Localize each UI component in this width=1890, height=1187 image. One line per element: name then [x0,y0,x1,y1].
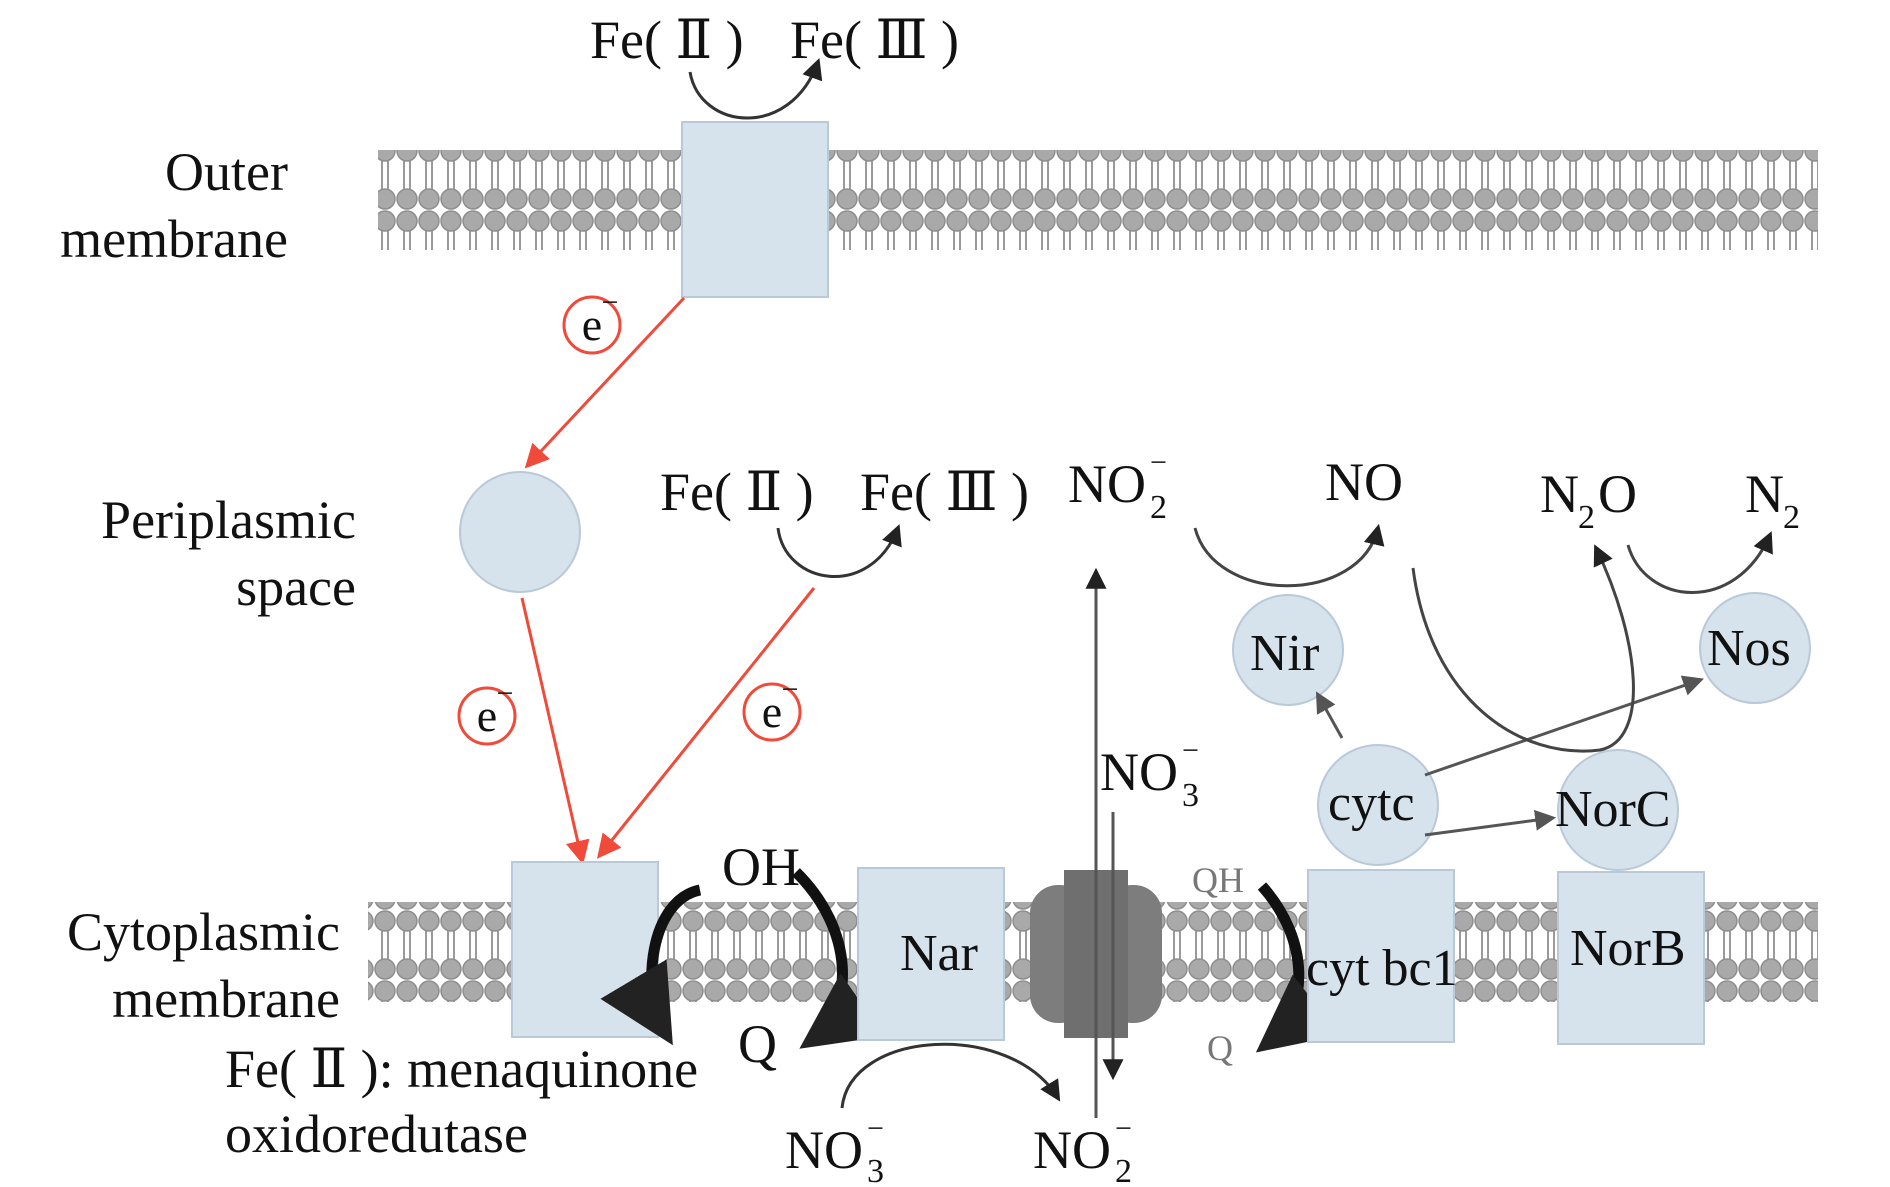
outer-membrane-label-1: Outer [165,142,288,202]
mid-fe2-label: Fe( Ⅱ ) [660,462,814,522]
n2o-subscript: 2 [1578,499,1595,536]
no2-bottom-superscript: − [1115,1112,1132,1145]
caption-line-1: Fe( Ⅱ ): menaquinone [225,1039,698,1099]
no2-top-subscript: 2 [1150,489,1167,526]
cytc-to-norc-arrow [1424,809,1557,837]
periplasmic-label-2: space [236,557,356,617]
electron-badge-2: e − [457,677,517,746]
norb-label: NorB [1570,920,1686,977]
nos-label: Nos [1707,620,1791,677]
nitrate-mid-label: NO 3 − [1100,734,1199,814]
cytc-to-nos-arrow [1424,675,1704,777]
no3-bottom-superscript: − [867,1112,884,1145]
left-oh-label: OH [722,837,800,897]
nitrite-bottom-label: NO 2 − [1033,1112,1132,1187]
cytc-label: cytc [1328,775,1415,832]
nir-label: Nir [1250,625,1319,682]
menaquinone-oxidoreductase [511,861,659,1038]
periplasmic-label-1: Periplasmic [101,490,356,550]
n2o-label: N 2 O [1540,464,1637,536]
norc-label: NorC [1555,781,1671,838]
periplasmic-cytochrome [459,471,581,593]
electron-charge: − [782,673,799,706]
n2o-o-text: O [1598,464,1637,524]
cytoplasmic-label-2: membrane [112,969,340,1029]
left-quinone-cycle-arrow-front [792,868,885,1049]
right-q-label: Q [1207,1028,1233,1068]
caption-line-2: oxidoredutase [225,1104,528,1164]
electron-symbol: e [582,299,602,350]
no2-bottom-subscript: 2 [1115,1153,1132,1187]
left-q-label: Q [738,1014,777,1074]
electron-badge-3: e − [742,673,802,742]
electron-arrow-periplasm-to-membrane [520,597,590,865]
mid-fe-cycle-arrow [776,524,902,579]
outer-membrane-label-2: membrane [60,209,288,269]
n2-text: N [1745,464,1784,524]
right-qh-label: QH [1192,860,1244,900]
no2-bottom-text: NO [1033,1120,1111,1180]
no-label: NO [1325,452,1403,512]
electron-charge: − [497,677,514,710]
cytoplasmic-label-1: Cytoplasmic [67,902,340,962]
nir-enzyme [1232,594,1344,706]
no3-mid-subscript: 3 [1182,777,1199,814]
n2-label: N 2 [1745,464,1800,536]
cytc-enzyme [1317,744,1439,866]
no2-top-text: NO [1068,454,1146,514]
electron-symbol: e [477,690,497,741]
electron-symbol: e [762,686,782,737]
nir-reaction-arrow [1193,523,1385,588]
nor-reaction-arrow [1411,544,1635,753]
norc-enzyme [1557,749,1679,871]
cyt-bc1-protein [1307,869,1455,1043]
no3-mid-text: NO [1100,742,1178,802]
nar-protein [857,867,1005,1041]
nar-reaction-arrow [840,1042,1061,1109]
mid-fe3-label: Fe( Ⅲ ) [860,462,1029,522]
nar-label: Nar [900,925,978,982]
left-quinone-cycle-arrow-back [600,884,702,1046]
no3-bottom-text: NO [785,1120,863,1180]
nitrite-top-label: NO 2 − [1068,446,1167,526]
right-quinone-cycle-arrow [1255,882,1341,1053]
top-fe2-label: Fe( Ⅱ ) [590,10,744,70]
cyt-bc1-label: cyt bc1 [1306,940,1458,997]
electron-charge: − [602,286,619,319]
n2-subscript: 2 [1783,499,1800,536]
electron-arrow-fe-to-membrane [596,587,816,859]
cytc-to-nir-arrow [1315,691,1344,739]
nitrate-bottom-label: NO 3 − [785,1112,884,1187]
nos-enzyme [1699,592,1811,704]
top-fe3-label: Fe( Ⅲ ) [790,10,959,70]
electron-arrow-outer-to-periplasm [524,296,686,469]
nos-reaction-arrow [1626,531,1773,594]
top-fe-cycle-arrow [688,58,823,120]
electron-badge-1: e − [562,286,622,355]
no3-bottom-subscript: 3 [867,1153,884,1187]
n2o-n-text: N [1540,464,1579,524]
no3-mid-superscript: − [1182,734,1199,767]
outer-membrane [378,150,1818,250]
norb-protein [1557,871,1705,1045]
no2-top-superscript: − [1150,446,1167,479]
outer-membrane-protein [681,121,829,298]
